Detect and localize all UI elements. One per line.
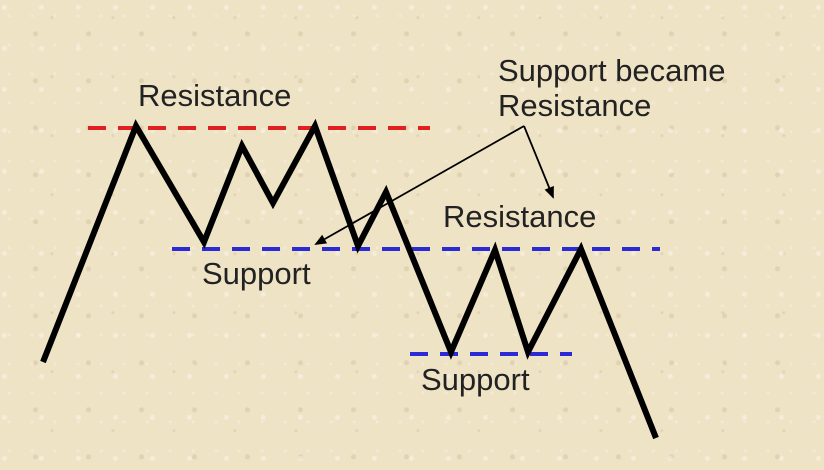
support-became-resistance-note: Support became Resistance — [498, 53, 725, 123]
resistance-label-middle: Resistance — [443, 199, 597, 234]
arrow-to-broken-support — [314, 125, 525, 245]
note-line-1: Support became — [498, 53, 726, 88]
note-line-2: Resistance — [498, 88, 652, 124]
price-path — [40, 118, 659, 440]
arrow-to-new-resistance — [523, 125, 554, 199]
support-label-middle: Support — [202, 256, 311, 291]
resistance-label-top: Resistance — [138, 78, 292, 113]
support-label-lower: Support — [421, 362, 530, 397]
